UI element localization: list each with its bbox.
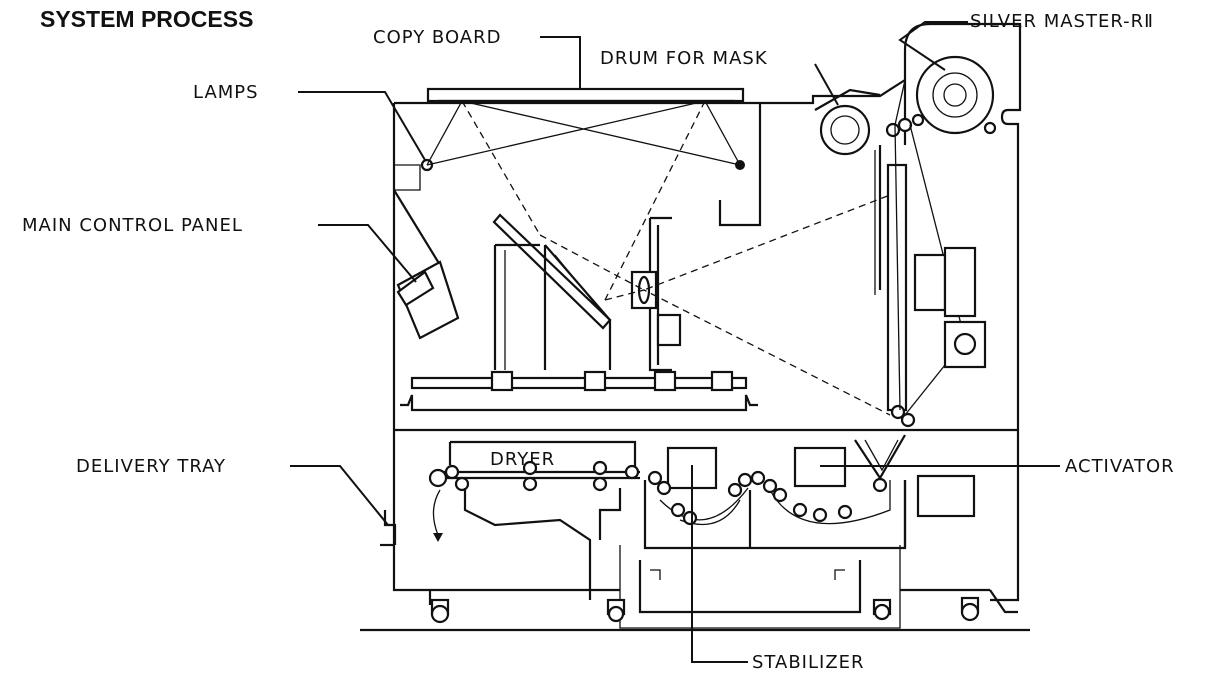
exposure-platen <box>874 79 987 428</box>
silver-master-label: SILVER MASTER-RⅡ <box>970 11 1154 32</box>
lamps-assembly <box>420 100 745 301</box>
main-control-panel <box>393 189 460 340</box>
platen-plate <box>886 163 908 412</box>
main-control-panel-label: MAIN CONTROL PANEL <box>22 215 243 236</box>
delivery-tray-label: DELIVERY TRAY <box>76 456 226 477</box>
lamps-label: LAMPS <box>193 82 259 103</box>
mirror-frame <box>492 213 612 370</box>
machine-cabinet <box>360 22 1030 632</box>
stabilizer-label: STABILIZER <box>752 652 865 673</box>
delivery-tray <box>380 510 397 547</box>
drum-for-mask <box>814 88 881 156</box>
activator-label: ACTIVATOR <box>1065 456 1175 477</box>
silver-master-roll <box>911 55 997 135</box>
carriage-rail <box>400 370 758 412</box>
dryer-section: DRYER <box>428 440 640 600</box>
dryer-label: DRYER <box>490 449 555 470</box>
copy-board-label: COPY BOARD <box>373 27 501 48</box>
copy-board <box>426 87 745 103</box>
callout-labels: COPY BOARD DRUM FOR MASK SILVER MASTER-R… <box>22 11 1175 673</box>
lens-assembly <box>539 194 891 416</box>
processing-tanks <box>643 434 976 550</box>
machine-base <box>428 560 1018 624</box>
drum-for-mask-label: DRUM FOR MASK <box>600 48 768 69</box>
mirror <box>492 213 612 330</box>
diagram-title: SYSTEM PROCESS <box>40 6 253 32</box>
